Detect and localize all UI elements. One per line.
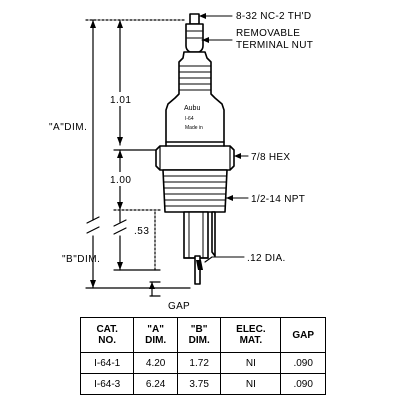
lower-dim-value: .53	[134, 226, 149, 237]
ground-electrode	[211, 211, 216, 257]
cell-gap: .090	[280, 352, 326, 374]
nut-callout-line2: TERMINAL NUT	[236, 40, 313, 51]
dia-callout: .12 DIA.	[247, 253, 286, 264]
gap-callout: GAP	[168, 301, 190, 312]
hex-body	[155, 141, 235, 171]
header-cat-no: CAT. NO.	[79, 317, 135, 353]
electrode	[183, 211, 209, 285]
cell-a-dim: 4.20	[133, 352, 178, 374]
insulator	[165, 51, 225, 143]
b-dim-label: "B"DIM.	[62, 254, 100, 265]
cell-b-dim: 1.72	[176, 352, 222, 374]
header-a-dim: "A" DIM.	[133, 317, 178, 353]
arrowheads	[90, 13, 241, 289]
dimension-lines	[85, 19, 191, 297]
header-b-dim: "B" DIM.	[176, 317, 222, 353]
table-row: I-64-3 6.24 3.75 NI .090	[79, 373, 326, 395]
model-marking: I-64	[185, 116, 194, 122]
a-dim-label: "A"DIM.	[49, 122, 87, 133]
cell-b-dim: 3.75	[176, 373, 222, 395]
npt-callout: 1/2-14 NPT	[251, 194, 305, 205]
table-header-row: CAT. NO. "A" DIM. "B" DIM. ELEC. MAT. GA…	[79, 317, 326, 353]
header-elec-mat: ELEC. MAT.	[220, 317, 282, 353]
middle-dim-value: 1.00	[110, 175, 131, 186]
cell-cat-no: I-64-1	[79, 352, 135, 374]
cell-elec-mat: NI	[220, 373, 282, 395]
cell-cat-no: I-64-3	[79, 373, 135, 395]
cell-gap: .090	[280, 373, 326, 395]
cell-a-dim: 6.24	[133, 373, 178, 395]
spec-table: CAT. NO. "A" DIM. "B" DIM. ELEC. MAT. GA…	[79, 317, 326, 395]
hex-callout: 7/8 HEX	[251, 152, 290, 163]
table-row: I-64-1 4.20 1.72 NI .090	[79, 352, 326, 374]
origin-marking: Made in	[185, 125, 203, 131]
terminal-nut	[185, 13, 204, 53]
brand-marking: Aubu	[184, 105, 200, 112]
upper-dim-value: 1.01	[110, 95, 131, 106]
cell-elec-mat: NI	[220, 352, 282, 374]
thread-callout: 8-32 NC-2 TH'D	[236, 11, 311, 22]
nut-callout-line1: REMOVABLE	[236, 28, 300, 39]
header-gap: GAP	[280, 317, 326, 353]
npt-thread	[162, 169, 228, 213]
